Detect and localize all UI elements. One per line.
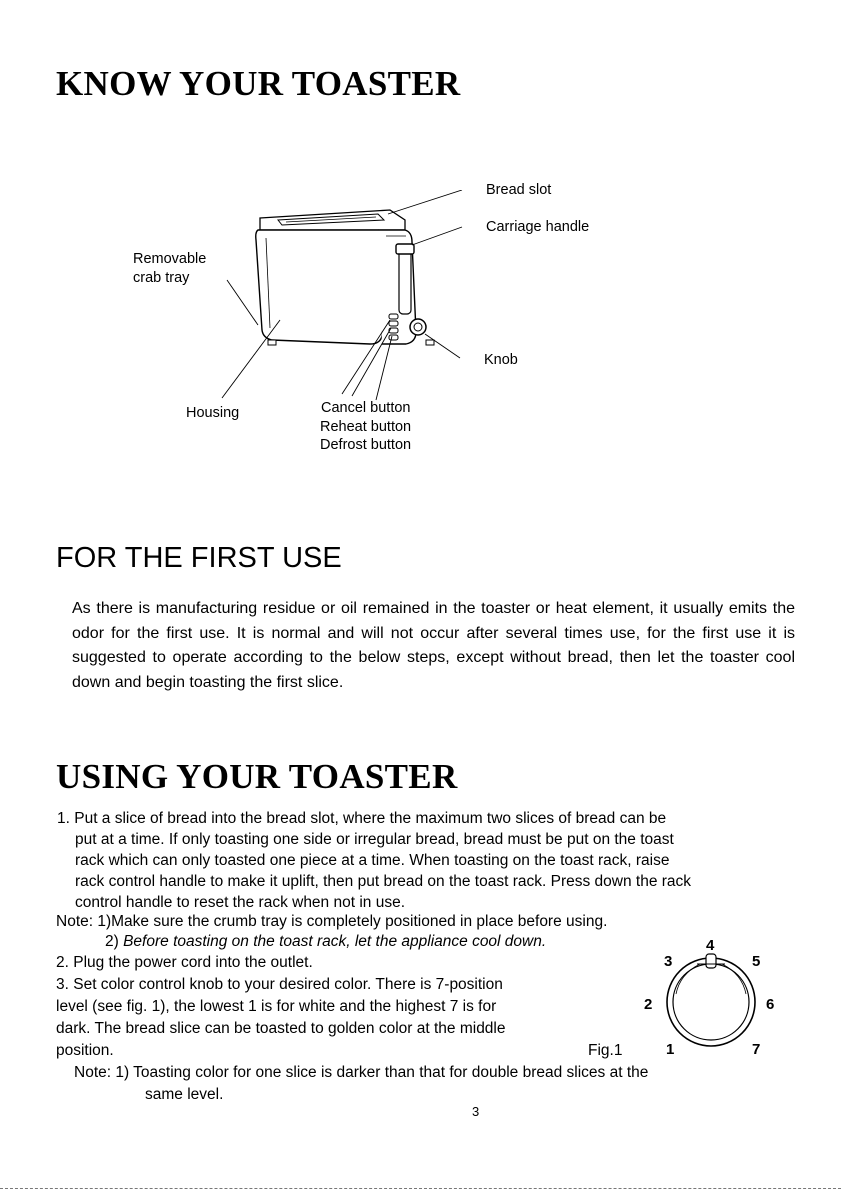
step-3-line-1: 3. Set color control knob to your desire… [56, 976, 503, 993]
dial-number-4: 4 [706, 937, 715, 954]
label-defrost-button: Defrost button [320, 437, 412, 453]
label-knob: Knob [484, 352, 518, 368]
step-3-line-3: dark. The bread slice can be toasted to … [56, 1020, 506, 1037]
step-1-line-2: put at a time. If only toasting one side… [75, 831, 674, 848]
step-1-line-1: 1. Put a slice of bread into the bread s… [57, 810, 667, 827]
page-number: 3 [472, 1104, 480, 1119]
step-2: 2. Plug the power cord into the outlet. [56, 954, 313, 971]
color-dial-figure: 1 2 3 4 5 6 7 [644, 937, 774, 1058]
bottom-dashed-rule [0, 1188, 841, 1189]
step-1-line-3: rack which can only toasted one piece at… [75, 852, 670, 869]
note-2-text: Before toasting on the toast rack, let t… [123, 933, 547, 950]
section-title-first-use: FOR THE FIRST USE [56, 542, 342, 574]
dial-number-6: 6 [766, 996, 774, 1013]
label-housing: Housing [186, 405, 240, 421]
dial-number-1: 1 [666, 1041, 674, 1058]
first-use-paragraph: As there is manufacturing residue or oil… [72, 600, 795, 691]
step-3-line-4: position. [56, 1042, 114, 1059]
dial-number-5: 5 [752, 953, 760, 970]
dial-pointer [705, 953, 717, 969]
toaster-illustration [221, 190, 463, 401]
dial-number-3: 3 [664, 953, 672, 970]
label-carriage-handle: Carriage handle [486, 219, 590, 235]
label-bread-slot: Bread slot [486, 182, 552, 198]
note-3-line-1: Note: 1) Toasting color for one slice is… [74, 1064, 649, 1081]
step-1-line-4: rack control handle to make it uplift, t… [75, 873, 692, 890]
note-2-number: 2) [105, 933, 124, 950]
section-title-know-your-toaster: KNOW YOUR TOASTER [56, 64, 461, 103]
figure-caption: Fig.1 [588, 1042, 623, 1059]
note-2: 2) Before toasting on the toast rack, le… [105, 932, 546, 952]
section-title-using-your-toaster: USING YOUR TOASTER [56, 757, 458, 796]
note-1: Note: 1)Make sure the crumb tray is comp… [56, 913, 608, 930]
dial-number-2: 2 [644, 996, 652, 1013]
step-1-line-5: control handle to reset the rack when no… [75, 894, 406, 911]
label-crumb-tray-line1: Removable [133, 251, 207, 267]
dial-number-7: 7 [752, 1041, 760, 1058]
note-3-line-2: same level. [145, 1086, 224, 1103]
label-reheat-button: Reheat button [320, 419, 412, 435]
label-cancel-button: Cancel button [321, 400, 411, 416]
step-3-line-2: level (see fig. 1), the lowest 1 is for … [56, 998, 497, 1015]
label-crumb-tray-line2: crab tray [133, 270, 190, 286]
